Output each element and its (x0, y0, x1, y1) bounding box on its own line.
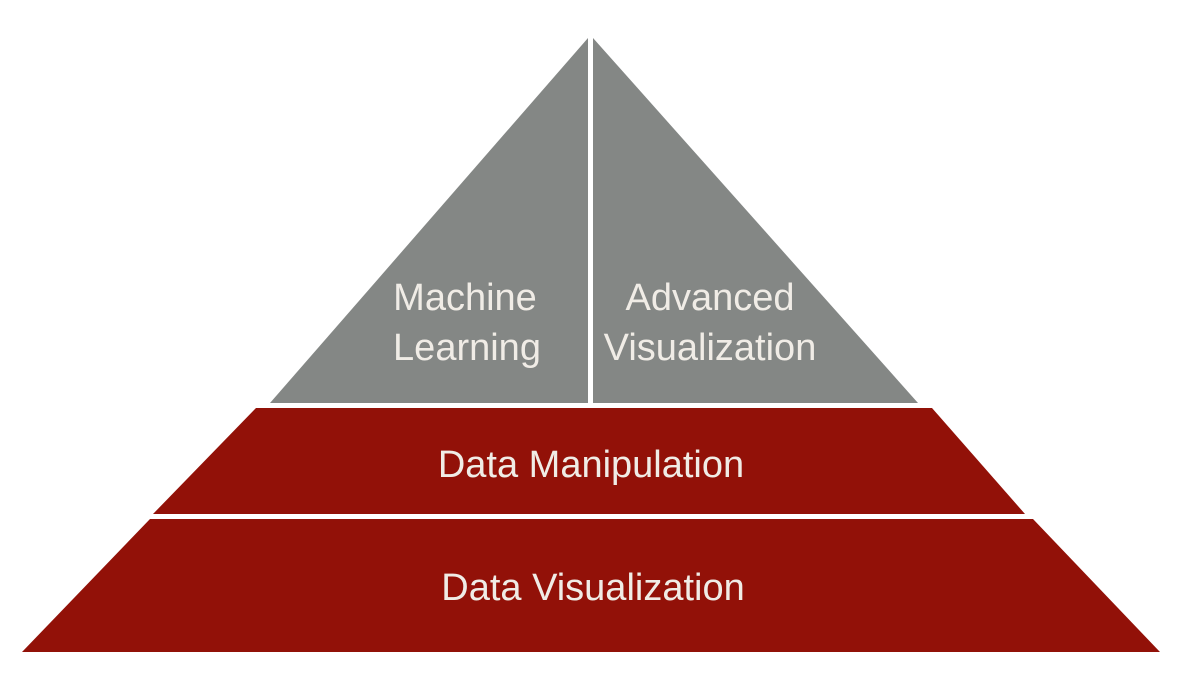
data-visualization-label: Data Visualization (441, 567, 744, 609)
machine-learning-label-line1: Machine (393, 277, 537, 319)
machine-learning-label-line2: Learning (393, 327, 541, 369)
advanced-visualization-label-line2: Visualization (604, 327, 817, 369)
data-visualization-tier (22, 519, 1160, 652)
machine-learning-section (270, 38, 588, 403)
data-manipulation-label: Data Manipulation (438, 444, 744, 486)
advanced-visualization-section (593, 38, 918, 403)
advanced-visualization-label-line1: Advanced (625, 277, 794, 319)
data-manipulation-tier (153, 408, 1025, 514)
